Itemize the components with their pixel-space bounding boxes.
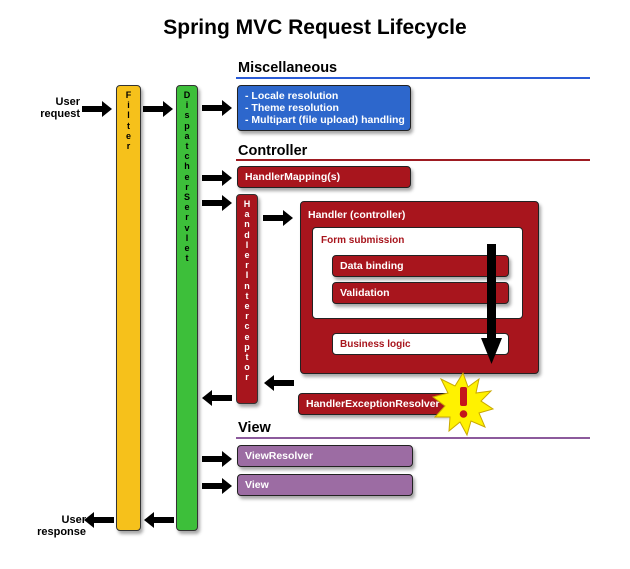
page-title: Spring MVC Request Lifecycle bbox=[163, 16, 467, 39]
view-resolver-box: ViewResolver bbox=[237, 445, 413, 467]
arrow-right-icon bbox=[202, 170, 232, 186]
arrow-right-icon bbox=[202, 478, 232, 494]
business-logic-box: Business logic bbox=[332, 333, 509, 355]
misc-item-theme: - Theme resolution bbox=[245, 102, 339, 114]
arrow-left-icon bbox=[84, 512, 114, 528]
data-binding-box: Data binding bbox=[332, 255, 509, 277]
handler-mapping-box: HandlerMapping(s) bbox=[237, 166, 411, 188]
controller-divider bbox=[236, 159, 590, 161]
handler-exception-resolver-box: HandlerExceptionResolver bbox=[298, 393, 450, 415]
validation-box: Validation bbox=[332, 282, 509, 304]
user-request-label: User request bbox=[40, 96, 80, 120]
arrow-left-icon bbox=[144, 512, 174, 528]
business-logic-label: Business logic bbox=[340, 338, 411, 350]
view-divider bbox=[236, 437, 590, 439]
arrow-right-icon bbox=[202, 195, 232, 211]
view-box: View bbox=[237, 474, 413, 496]
section-controller-title: Controller bbox=[238, 143, 308, 159]
exclamation-burst-icon bbox=[431, 371, 495, 437]
section-view-title: View bbox=[238, 420, 271, 436]
arrow-left-icon bbox=[202, 390, 232, 406]
form-submission-label: Form submission bbox=[321, 235, 405, 246]
section-misc-title: Miscellaneous bbox=[238, 60, 338, 76]
misc-divider bbox=[236, 77, 590, 79]
arrow-right-icon bbox=[202, 100, 232, 116]
arrow-right-icon bbox=[82, 101, 112, 117]
handler-controller-label: Handler (controller) bbox=[308, 209, 406, 221]
arrow-right-icon bbox=[202, 451, 232, 467]
arrow-left-icon bbox=[264, 375, 294, 391]
arrow-right-icon bbox=[263, 210, 293, 226]
misc-item-locale: - Locale resolution bbox=[245, 90, 339, 102]
user-response-label: User response bbox=[37, 514, 86, 538]
arrow-right-icon bbox=[143, 101, 173, 117]
misc-box: - Locale resolution - Theme resolution -… bbox=[237, 85, 411, 131]
arrow-down-icon bbox=[481, 244, 502, 364]
misc-item-multipart: - Multipart (file upload) handling bbox=[245, 114, 405, 126]
